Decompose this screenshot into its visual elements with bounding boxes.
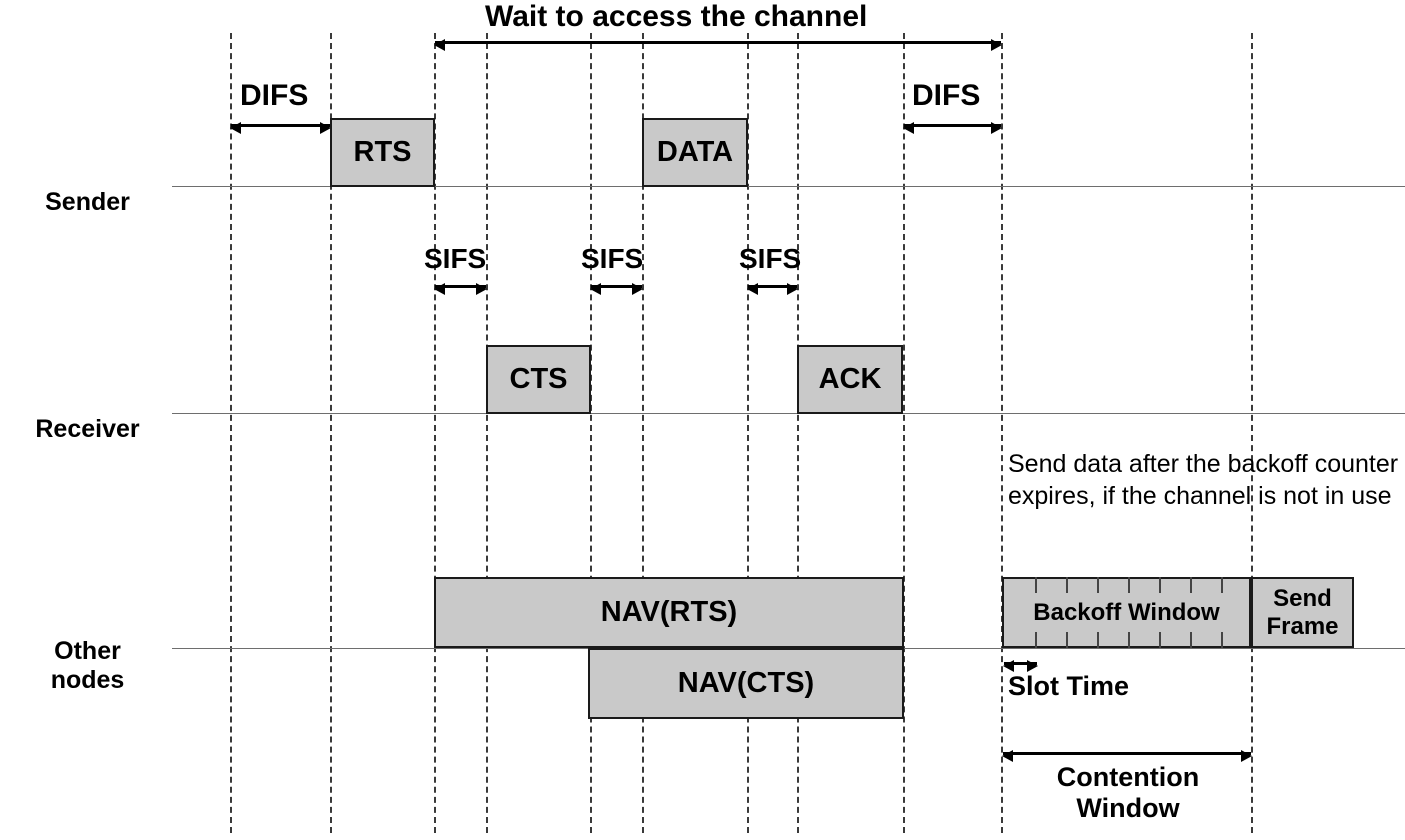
guide-line-10 xyxy=(1001,33,1003,833)
sender-timeline xyxy=(172,186,1405,187)
row-label-sender: Sender xyxy=(45,188,130,216)
guide-line-5 xyxy=(590,33,592,833)
frame-nav-rts: NAV(RTS) xyxy=(434,577,904,648)
sifs-1-label: SIFS xyxy=(424,243,487,274)
guide-line-1 xyxy=(230,33,232,833)
sifs-2-label: SIFS xyxy=(581,243,644,274)
sifs-3-arrow xyxy=(747,283,798,295)
difs-1-label: DIFS xyxy=(240,79,309,112)
frame-nav-cts: NAV(CTS) xyxy=(588,648,904,719)
contention-window-label: Contention Window xyxy=(1056,762,1200,824)
frame-data: DATA xyxy=(642,118,748,187)
sifs-2-arrow xyxy=(590,283,643,295)
slot-tick xyxy=(1159,632,1161,648)
frame-backoff-window: Backoff Window xyxy=(1002,577,1251,648)
frame-rts: RTS xyxy=(330,118,435,187)
slot-tick xyxy=(1066,632,1068,648)
slot-tick xyxy=(1128,577,1130,593)
row-label-receiver: Receiver xyxy=(35,415,140,443)
slot-tick xyxy=(1035,577,1037,593)
row-label-other-nodes: Other nodes xyxy=(50,637,125,694)
slot-tick xyxy=(1066,577,1068,593)
backoff-window-label: Backoff Window xyxy=(1033,598,1220,626)
slot-tick xyxy=(1159,577,1161,593)
frame-send-frame: Send Frame xyxy=(1251,577,1354,648)
guide-line-11 xyxy=(1251,33,1253,833)
guide-line-3 xyxy=(434,33,436,833)
guide-line-7 xyxy=(747,33,749,833)
sifs-1-arrow xyxy=(434,283,487,295)
guide-line-6 xyxy=(642,33,644,833)
guide-line-2 xyxy=(330,33,332,833)
sifs-3-label: SIFS xyxy=(739,243,802,274)
slot-tick xyxy=(1221,632,1223,648)
wait-to-access-arrow xyxy=(434,39,1002,51)
guide-line-9 xyxy=(903,33,905,833)
frame-ack: ACK xyxy=(797,345,903,414)
slot-tick xyxy=(1097,632,1099,648)
slot-tick xyxy=(1097,577,1099,593)
slot-time-label: Slot Time xyxy=(1008,671,1130,701)
slot-time-arrow xyxy=(1003,660,1038,672)
difs-1-arrow xyxy=(230,122,331,134)
guide-line-4 xyxy=(486,33,488,833)
guide-line-8 xyxy=(797,33,799,833)
slot-tick xyxy=(1221,577,1223,593)
receiver-timeline xyxy=(172,413,1405,414)
frame-cts: CTS xyxy=(486,345,591,414)
slot-tick xyxy=(1190,632,1192,648)
page-title: Wait to access the channel xyxy=(485,0,868,33)
slot-tick xyxy=(1035,632,1037,648)
slot-tick xyxy=(1128,632,1130,648)
difs-2-arrow xyxy=(903,122,1002,134)
difs-2-label: DIFS xyxy=(912,79,981,112)
slot-tick xyxy=(1190,577,1192,593)
backoff-annotation: Send data after the backoff counter expi… xyxy=(1008,450,1399,510)
contention-window-arrow xyxy=(1002,750,1252,762)
